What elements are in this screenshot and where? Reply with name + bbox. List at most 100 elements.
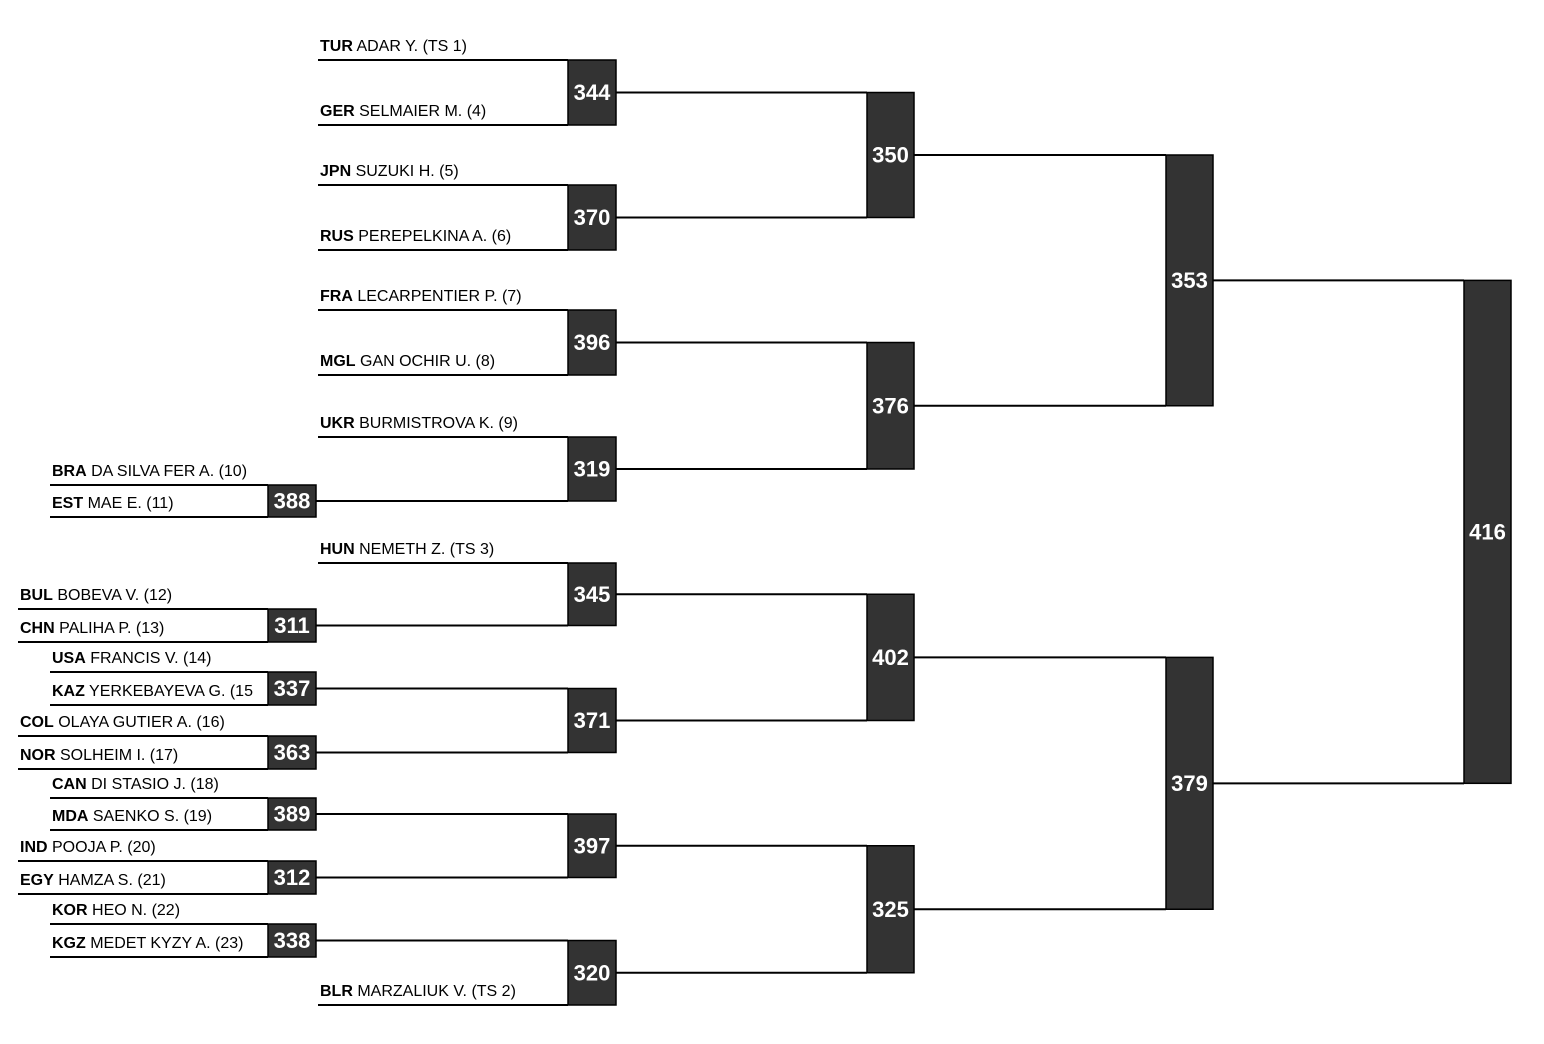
player-name: DI STASIO J. (18) bbox=[87, 776, 219, 793]
bracket-connectors bbox=[316, 91, 1464, 974]
player-name: YERKEBAYEVA G. (15 bbox=[85, 683, 253, 700]
player-name: BURMISTROVA K. (9) bbox=[355, 415, 518, 432]
seat-label: MGL GAN OCHIR U. (8) bbox=[320, 353, 495, 370]
player-name: PEREPELKINA A. (6) bbox=[354, 228, 511, 245]
player-name: BOBEVA V. (12) bbox=[53, 587, 172, 604]
seat-label: IND POOJA P. (20) bbox=[20, 839, 156, 856]
seat-bra: BRA DA SILVA FER A. (10) bbox=[50, 463, 268, 486]
country-code: NOR bbox=[20, 747, 56, 764]
match-box-363 bbox=[267, 735, 317, 770]
seat-label: KAZ YERKEBAYEVA G. (15 bbox=[52, 683, 253, 700]
country-code: MGL bbox=[320, 353, 356, 370]
match-number: 370 bbox=[574, 205, 611, 230]
seat-label: BUL BOBEVA V. (12) bbox=[20, 587, 172, 604]
match-box-320 bbox=[567, 939, 617, 1006]
seat-usa: USA FRANCIS V. (14) bbox=[50, 650, 268, 673]
match-box-376 bbox=[866, 341, 915, 470]
seat-est: EST MAE E. (11) bbox=[50, 495, 268, 518]
player-name: SELMAIER M. (4) bbox=[355, 103, 487, 120]
seat-label: USA FRANCIS V. (14) bbox=[52, 650, 211, 667]
seat-fra: FRA LECARPENTIER P. (7) bbox=[318, 288, 568, 311]
seat-label: MDA SAENKO S. (19) bbox=[52, 808, 212, 825]
match-box-370 bbox=[567, 184, 617, 251]
player-name: MARZALIUK V. (TS 2) bbox=[353, 983, 516, 1000]
country-code: KOR bbox=[52, 902, 88, 919]
player-name: SUZUKI H. (5) bbox=[351, 163, 459, 180]
seat-tur: TUR ADAR Y. (TS 1) bbox=[318, 38, 568, 61]
match-box-371 bbox=[567, 687, 617, 754]
match-number: 353 bbox=[1171, 268, 1208, 293]
match-box-388 bbox=[267, 484, 317, 518]
country-code: KAZ bbox=[52, 683, 85, 700]
player-name: ADAR Y. (TS 1) bbox=[353, 38, 467, 55]
seat-nor: NOR SOLHEIM I. (17) bbox=[18, 747, 268, 770]
match-box-344 bbox=[567, 59, 617, 126]
seat-label: KGZ MEDET KYZY A. (23) bbox=[52, 935, 243, 952]
match-number: 312 bbox=[274, 865, 311, 890]
match-number: 337 bbox=[274, 676, 311, 701]
seat-label: GER SELMAIER M. (4) bbox=[320, 103, 486, 120]
bracket-seats: TUR ADAR Y. (TS 1) GER SELMAIER M. (4) JPN… bbox=[18, 38, 568, 1006]
country-code: TUR bbox=[320, 38, 353, 55]
match-number: 345 bbox=[574, 582, 611, 607]
match-box-402 bbox=[866, 593, 915, 722]
seat-can: CAN DI STASIO J. (18) bbox=[50, 776, 268, 799]
match-number: 388 bbox=[274, 489, 311, 514]
match-number: 338 bbox=[274, 928, 311, 953]
match-number: 325 bbox=[872, 897, 909, 922]
seat-label: CAN DI STASIO J. (18) bbox=[52, 776, 219, 793]
match-box-379 bbox=[1165, 656, 1214, 910]
player-name: SOLHEIM I. (17) bbox=[56, 747, 179, 764]
player-name: MEDET KYZY A. (23) bbox=[86, 935, 244, 952]
match-number: 389 bbox=[274, 802, 311, 827]
player-name: PALIHA P. (13) bbox=[55, 620, 165, 637]
country-code: BRA bbox=[52, 463, 87, 480]
seat-label: NOR SOLHEIM I. (17) bbox=[20, 747, 178, 764]
seat-kor: KOR HEO N. (22) bbox=[50, 902, 268, 925]
country-code: USA bbox=[52, 650, 86, 667]
seat-label: KOR HEO N. (22) bbox=[52, 902, 180, 919]
seat-label: UKR BURMISTROVA K. (9) bbox=[320, 415, 518, 432]
seat-label: EST MAE E. (11) bbox=[52, 495, 174, 512]
player-name: FRANCIS V. (14) bbox=[86, 650, 212, 667]
country-code: JPN bbox=[320, 163, 351, 180]
player-name: LECARPENTIER P. (7) bbox=[353, 288, 522, 305]
match-number: 379 bbox=[1171, 771, 1208, 796]
match-number: 350 bbox=[872, 143, 909, 168]
seat-mgl: MGL GAN OCHIR U. (8) bbox=[318, 353, 568, 376]
country-code: EST bbox=[52, 495, 83, 512]
seat-ind: IND POOJA P. (20) bbox=[18, 839, 268, 862]
seat-label: BRA DA SILVA FER A. (10) bbox=[52, 463, 247, 480]
seat-label: COL OLAYA GUTIER A. (16) bbox=[20, 714, 225, 731]
seat-bul: BUL BOBEVA V. (12) bbox=[18, 587, 268, 610]
seat-ger: GER SELMAIER M. (4) bbox=[318, 103, 568, 126]
seat-label: TUR ADAR Y. (TS 1) bbox=[320, 38, 467, 55]
country-code: BLR bbox=[320, 983, 353, 1000]
country-code: HUN bbox=[320, 541, 355, 558]
match-box-396 bbox=[567, 309, 617, 376]
match-box-312 bbox=[267, 860, 317, 895]
player-name: POOJA P. (20) bbox=[48, 839, 156, 856]
match-box-416 bbox=[1463, 279, 1512, 785]
match-number: 319 bbox=[574, 457, 611, 482]
seat-jpn: JPN SUZUKI H. (5) bbox=[318, 163, 568, 186]
seat-mda: MDA SAENKO S. (19) bbox=[50, 808, 268, 831]
player-name: HEO N. (22) bbox=[88, 902, 180, 919]
player-name: SAENKO S. (19) bbox=[88, 808, 212, 825]
match-box-338 bbox=[267, 923, 317, 958]
player-name: HAMZA S. (21) bbox=[54, 872, 166, 889]
country-code: GER bbox=[320, 103, 355, 120]
match-number: 402 bbox=[872, 645, 909, 670]
country-code: UKR bbox=[320, 415, 355, 432]
seat-kaz: KAZ YERKEBAYEVA G. (15 bbox=[50, 683, 268, 706]
player-name: DA SILVA FER A. (10) bbox=[87, 463, 247, 480]
seat-egy: EGY HAMZA S. (21) bbox=[18, 872, 268, 895]
seat-label: HUN NEMETH Z. (TS 3) bbox=[320, 541, 494, 558]
seat-label: JPN SUZUKI H. (5) bbox=[320, 163, 459, 180]
seat-chn: CHN PALIHA P. (13) bbox=[18, 620, 268, 643]
country-code: KGZ bbox=[52, 935, 86, 952]
match-box-397 bbox=[567, 813, 617, 879]
match-number: 376 bbox=[872, 393, 909, 418]
seat-label: RUS PEREPELKINA A. (6) bbox=[320, 228, 511, 245]
match-number: 397 bbox=[574, 833, 611, 858]
